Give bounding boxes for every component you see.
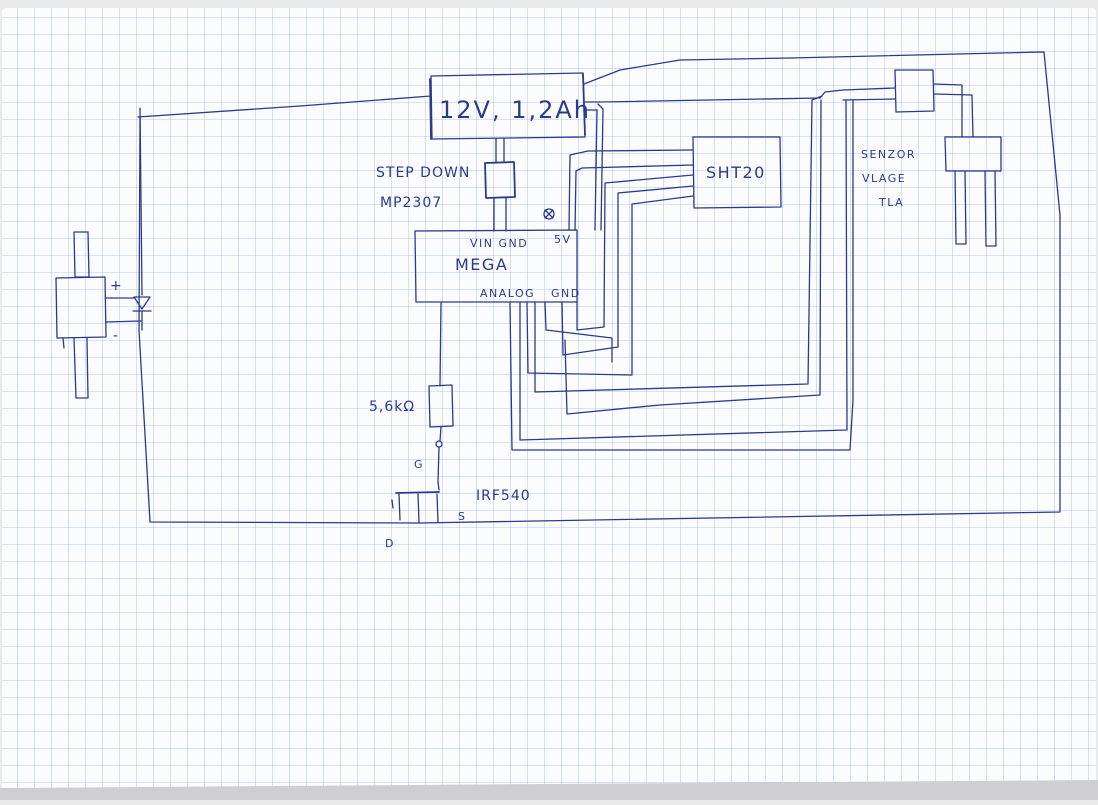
wire-sht20-5 <box>526 195 694 376</box>
wire-sht20-2 <box>574 164 694 231</box>
wire-sht20-4 <box>561 185 694 356</box>
wire-lower-bus-5 <box>544 301 613 363</box>
sht20-label: SHT20 <box>706 163 766 182</box>
resistor-label: 5,6kΩ <box>369 399 415 415</box>
soil-sensor-label-2: VLAGE <box>862 172 906 185</box>
stepdown-part-label: MP2307 <box>380 195 442 211</box>
mosfet-transistor <box>391 481 440 524</box>
mega-analog-label: ANALOG <box>480 287 535 300</box>
mega-gnd-label: GND <box>551 287 581 300</box>
soil-sensor-label-1: SENZOR <box>861 148 916 161</box>
wire-battery-sensor <box>584 89 844 103</box>
mosfet-gate-label: G <box>414 458 424 471</box>
wire-sht20-1 <box>568 149 694 231</box>
mosfet-name-label: IRF540 <box>476 488 531 504</box>
pump-motor <box>55 231 107 399</box>
wire-lower-bus-4 <box>564 99 822 415</box>
soil-sensor-label-3: TLA <box>878 196 904 209</box>
stepdown-module <box>484 138 516 232</box>
pump-minus-label: - <box>113 328 119 344</box>
resistor <box>428 302 454 483</box>
wire-battery-gnd <box>597 103 604 231</box>
page-bottom-edge <box>0 780 1098 800</box>
mosfet-source-label: S <box>458 510 466 523</box>
switch-symbol <box>543 208 555 220</box>
wire-lower-bus-2 <box>519 99 848 441</box>
sht20-sensor-box <box>692 136 782 209</box>
mosfet-drain-label: D <box>385 537 395 550</box>
grid-lines <box>2 8 1096 790</box>
battery-label: 12V, 1,2Ah <box>439 96 591 124</box>
wire-lower-bus-3 <box>534 95 823 393</box>
mega-pins-top: VIN GND <box>470 237 528 250</box>
wire-main-loop <box>137 51 1061 524</box>
pump-plus-label: + <box>110 278 123 294</box>
wire-lower-bus-1 <box>509 99 854 451</box>
soil-moisture-sensor <box>842 69 1002 247</box>
wire-battery-5v <box>584 109 598 231</box>
wire-sht20-3 <box>576 174 694 331</box>
stepdown-label: STEP DOWN <box>376 165 470 181</box>
mega-title: MEGA <box>455 255 508 274</box>
battery-block <box>429 72 586 140</box>
mega-5v-label: 5V <box>554 233 572 246</box>
